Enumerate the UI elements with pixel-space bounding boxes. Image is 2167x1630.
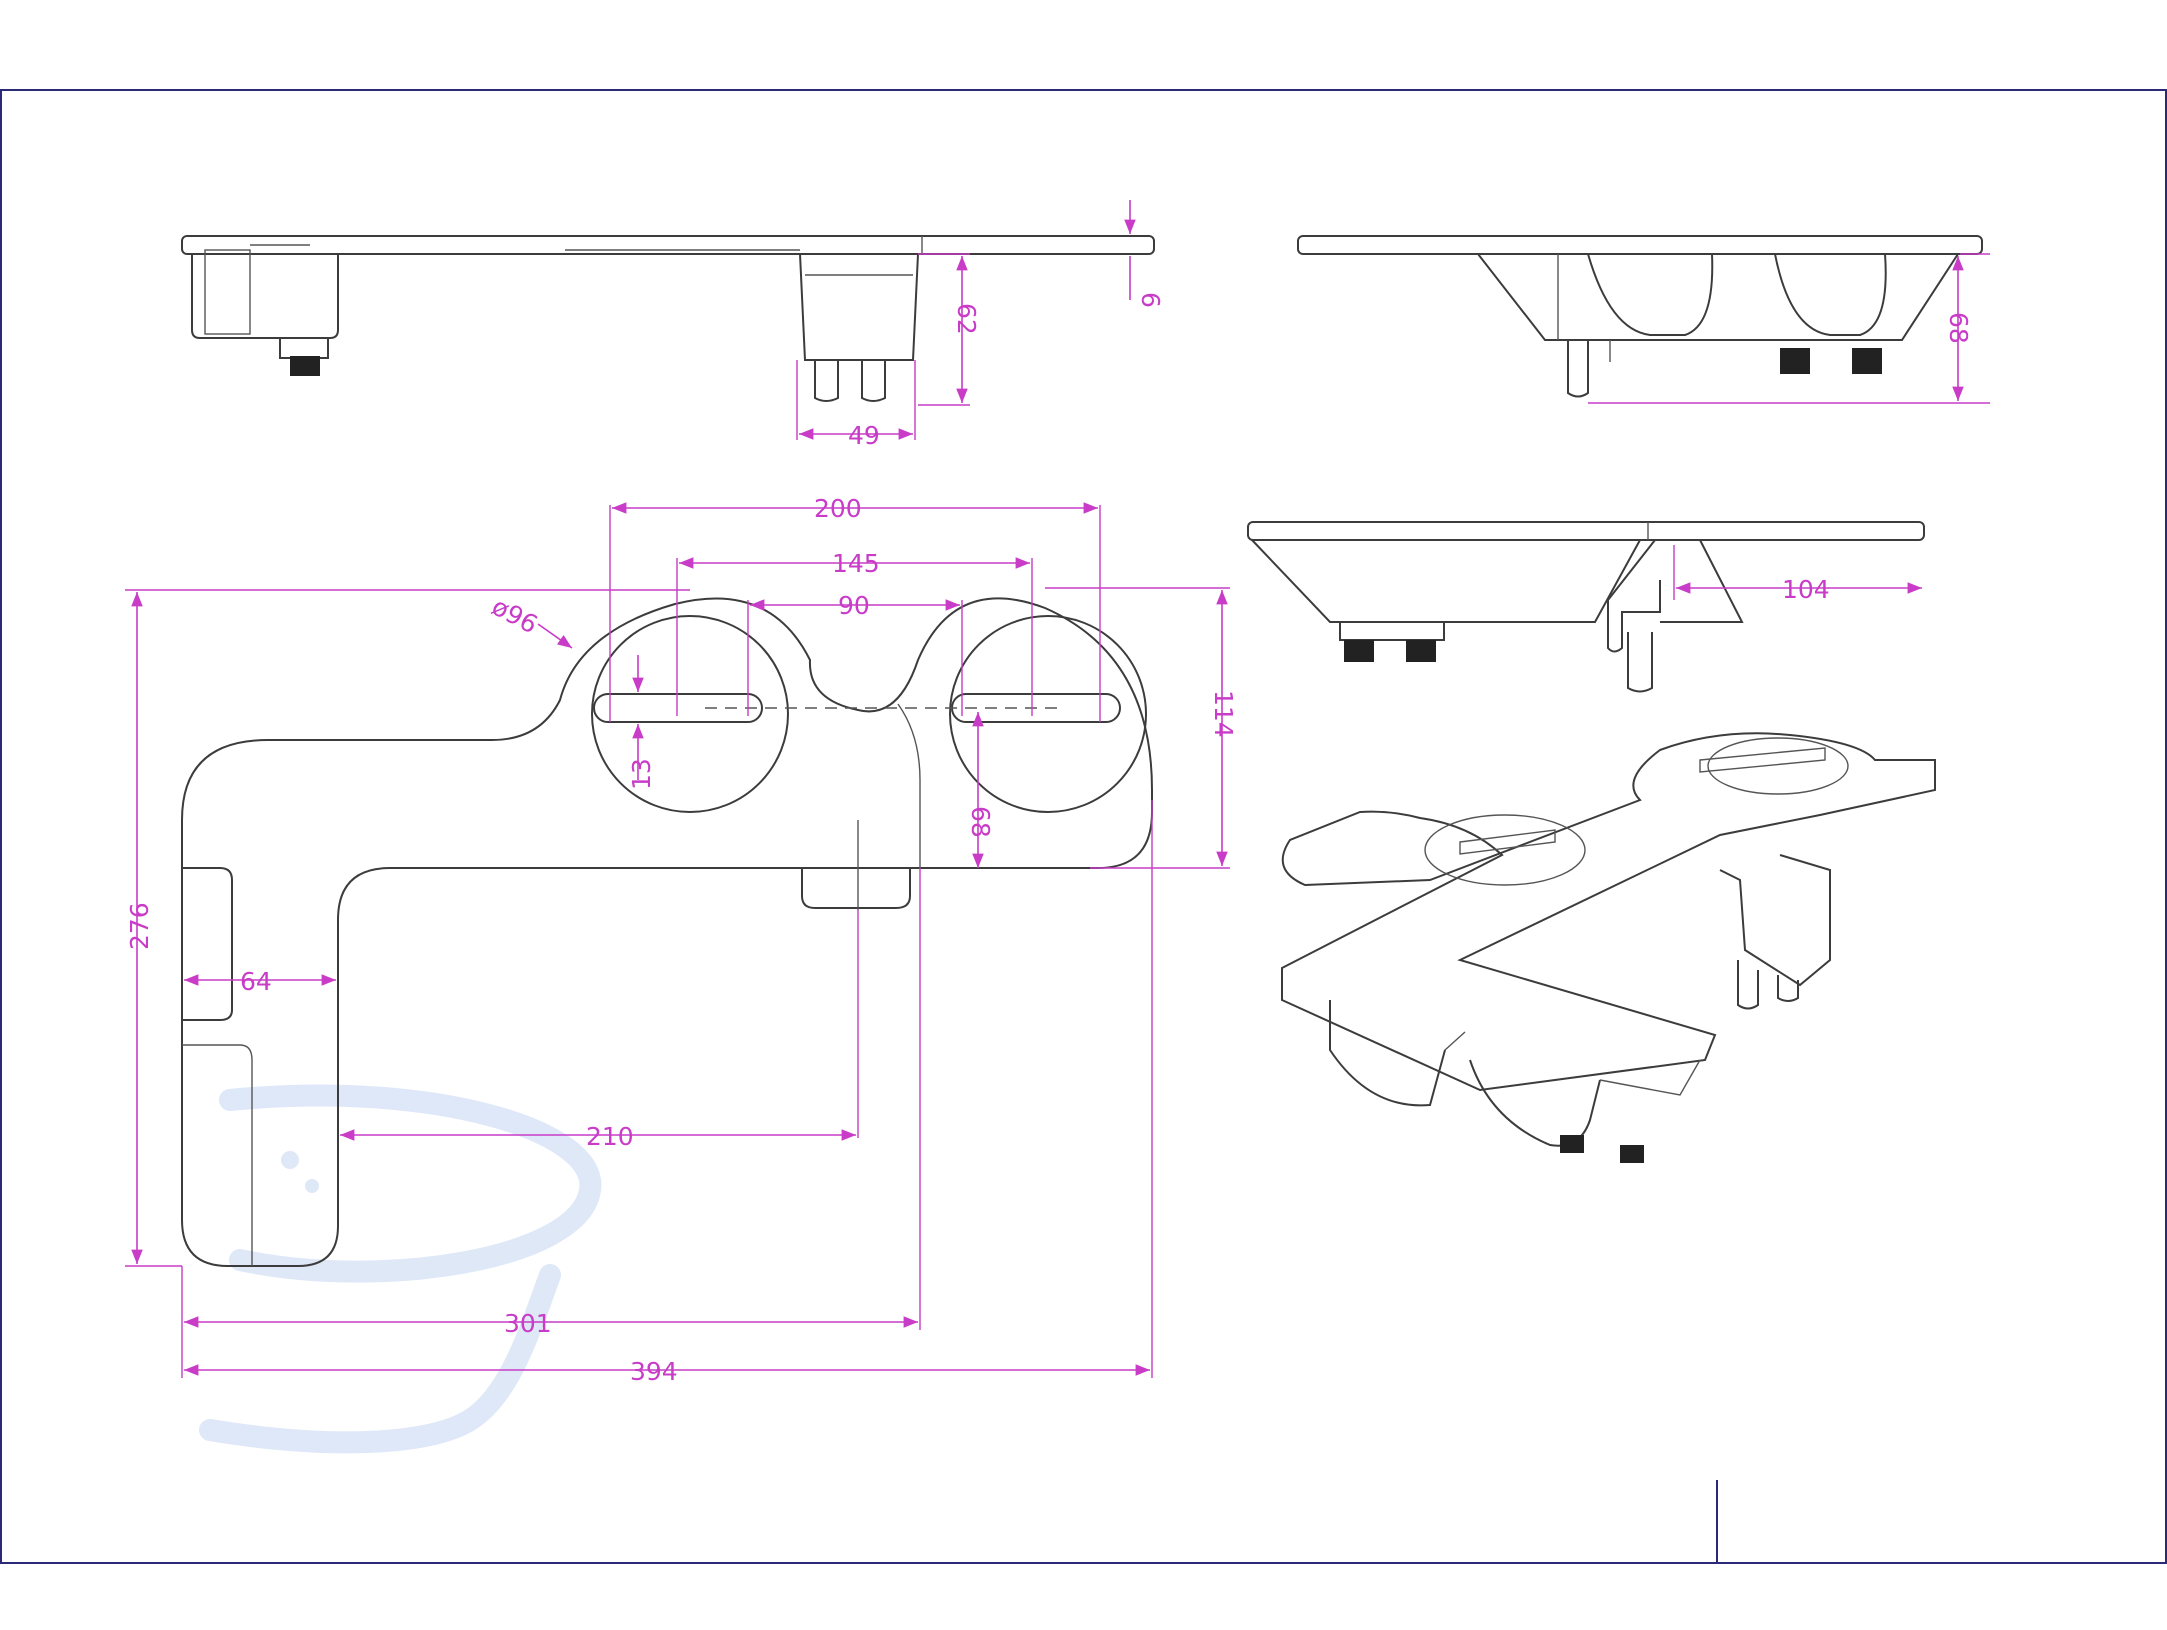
dim-68-side: 68 [1944, 312, 1973, 344]
dim-13: 13 [627, 758, 656, 790]
dim-90: 90 [838, 591, 870, 620]
watermark-logo [199, 1084, 602, 1454]
dim-394: 394 [630, 1357, 678, 1386]
dim-210: 210 [586, 1122, 634, 1151]
dim-64: 64 [240, 967, 272, 996]
dim-6: 6 [1136, 292, 1165, 308]
dim-301: 301 [504, 1309, 552, 1338]
plan-view [181, 597, 1153, 1267]
front-view [181, 235, 1155, 402]
dim-145: 145 [832, 549, 880, 578]
dim-114: 114 [1209, 690, 1238, 738]
dim-200: 200 [814, 494, 862, 523]
rear-view-dimensions: 104 [1673, 545, 1922, 604]
isometric-view [1281, 732, 1936, 1163]
dim-104: 104 [1782, 575, 1830, 604]
dim-dia96: ø96 [487, 592, 542, 640]
front-view-dimensions: 6 62 49 [796, 200, 1165, 450]
plan-view-dimensions: 200 145 90 ø96 114 13 68 276 64 [125, 494, 1238, 1386]
dim-62: 62 [952, 303, 981, 335]
rear-view [1247, 521, 1925, 693]
side-view-dimensions: 68 [1588, 253, 1990, 404]
dim-276: 276 [125, 902, 154, 950]
side-view [1297, 235, 1983, 398]
dim-68-plan: 68 [966, 806, 995, 838]
drawing-frame [0, 89, 2167, 1564]
dim-49: 49 [848, 421, 880, 450]
